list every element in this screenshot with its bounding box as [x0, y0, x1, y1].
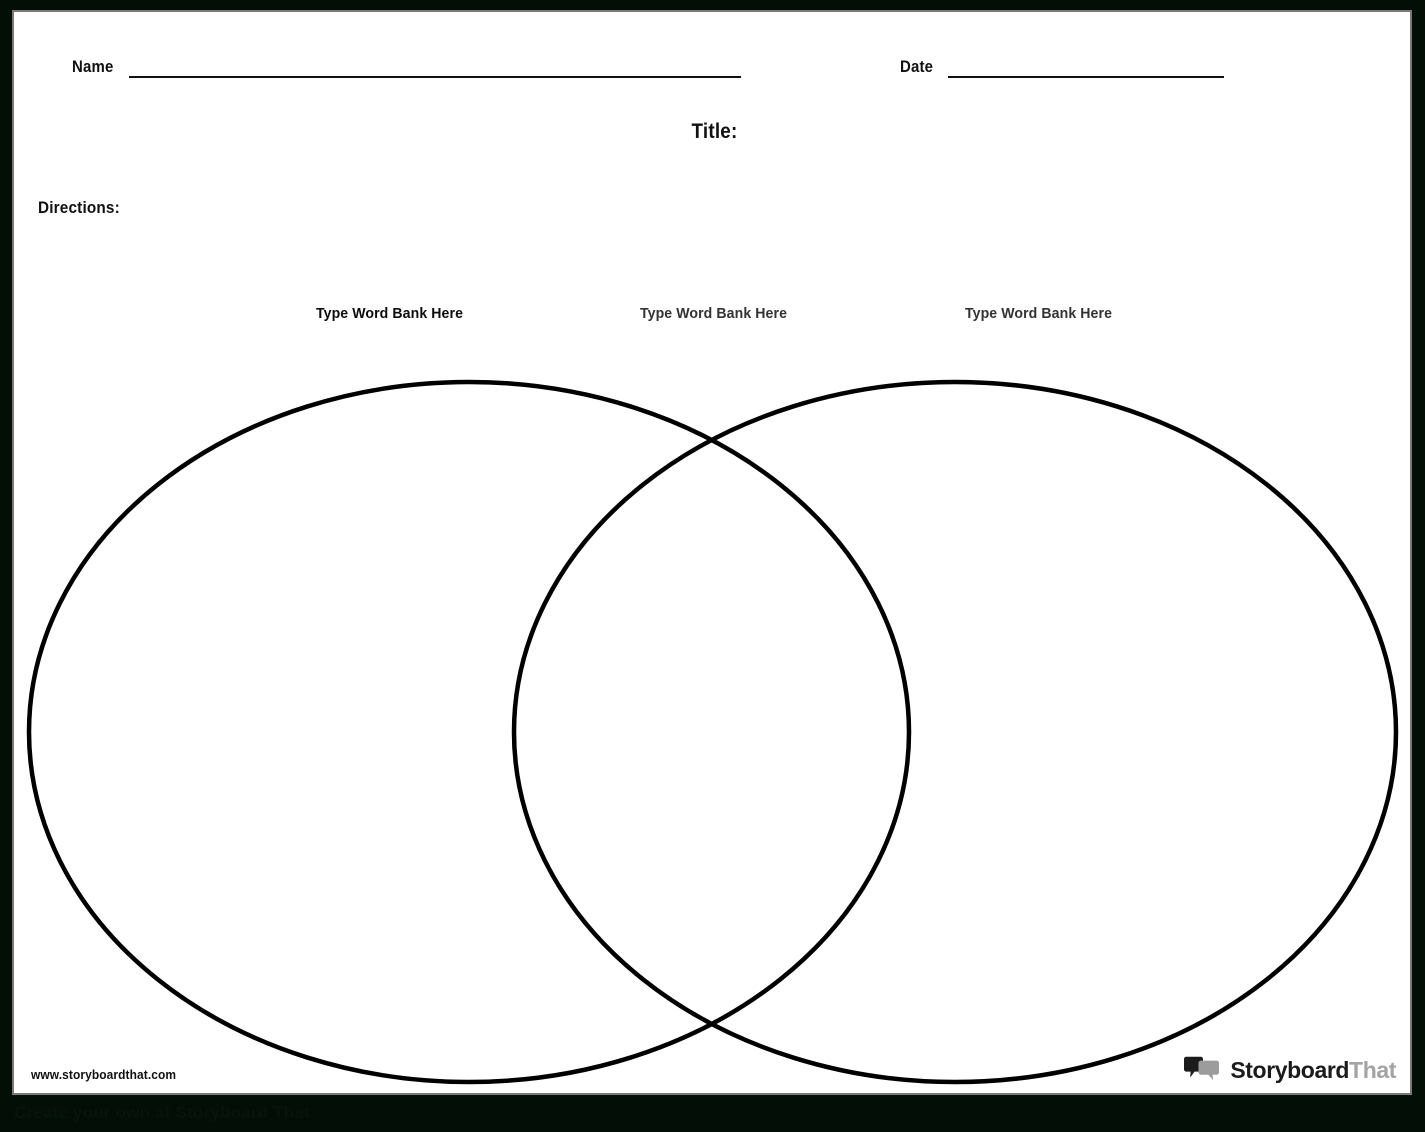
name-input-rule[interactable]: [129, 76, 742, 78]
date-label: Date: [900, 57, 934, 76]
word-bank-label-right[interactable]: Type Word Bank Here: [965, 305, 1113, 322]
footer-url: www.storyboardthat.com: [31, 1067, 177, 1082]
brand-secondary-text: That: [1349, 1056, 1396, 1083]
speech-bubbles-icon: [1184, 1056, 1220, 1081]
bottom-strip-caption: Create your own at Storyboard That: [14, 1103, 310, 1122]
brand-wordmark: StoryboardThat: [1230, 1056, 1396, 1083]
directions-label[interactable]: Directions:: [38, 198, 120, 217]
venn-circle-left[interactable]: [26, 379, 912, 1085]
date-input-rule[interactable]: [947, 76, 1224, 78]
worksheet-sheet: Name Date Title: Directions: Type Word B…: [12, 10, 1412, 1095]
venn-circle-right[interactable]: [511, 379, 1399, 1085]
directions-row: Directions:: [38, 198, 129, 218]
storyboardthat-logo[interactable]: StoryboardThat: [1183, 1056, 1396, 1084]
name-field[interactable]: Name: [72, 57, 742, 78]
date-field[interactable]: Date: [900, 58, 1224, 78]
word-bank-label-middle[interactable]: Type Word Bank Here: [640, 305, 788, 322]
word-bank-label-left[interactable]: Type Word Bank Here: [316, 305, 464, 322]
bottom-strip: Create your own at Storyboard That: [0, 1095, 1425, 1132]
brand-primary-text: Storyboard: [1230, 1056, 1350, 1083]
page-title[interactable]: Title:: [691, 120, 737, 143]
title-row: Title:: [14, 120, 1414, 144]
name-label: Name: [72, 57, 114, 76]
